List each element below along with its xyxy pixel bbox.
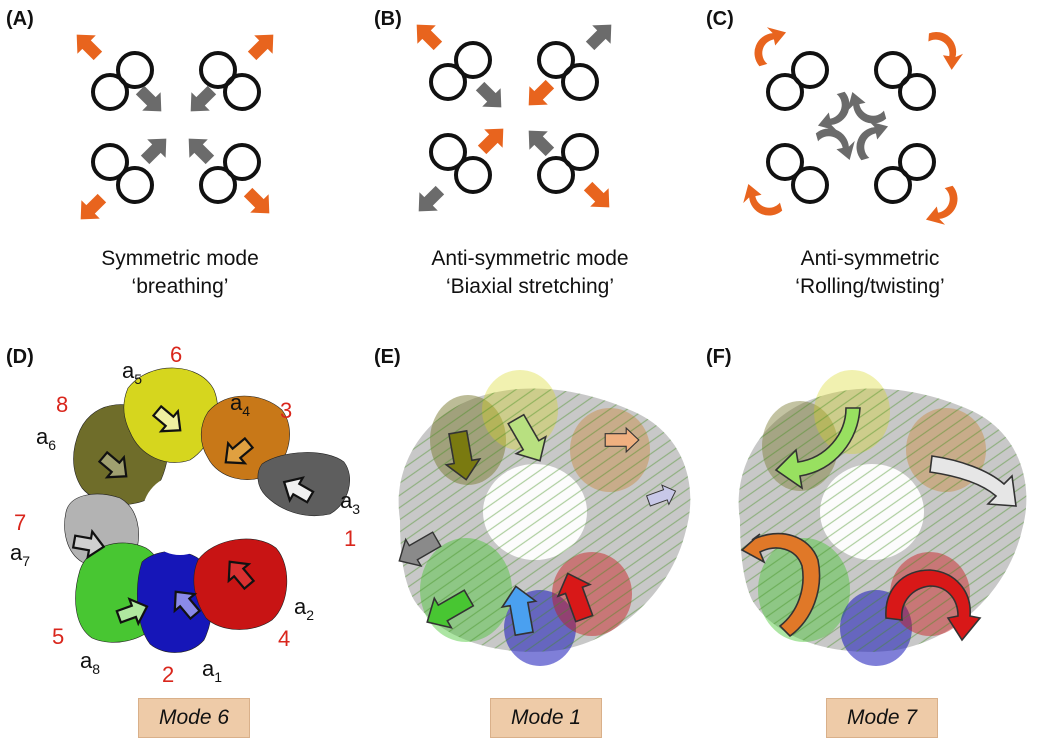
- caption-a-line2: ‘breathing’: [131, 275, 229, 298]
- dimer-a-bl: [91, 143, 154, 204]
- gray-arrow-icon: [135, 129, 176, 170]
- orange-arrow-icon: [407, 15, 448, 56]
- caption-c-line2: ‘Rolling/twisting’: [795, 275, 945, 298]
- gray-arrow-icon: [409, 180, 450, 221]
- label-a2: a2: [294, 594, 314, 623]
- panel-label-a: (A): [6, 8, 34, 30]
- dimer-c-br: [874, 143, 936, 204]
- dimer-c-tr: [874, 51, 936, 111]
- panel-a-arrows: [67, 25, 283, 229]
- red-number: 6: [170, 342, 182, 367]
- caption-b: Anti-symmetric mode ‘Biaxial stretching’: [385, 245, 675, 301]
- curved-green-arrow-icon: [774, 407, 861, 490]
- panel-b-arrows: [407, 15, 621, 221]
- panel-c-diagram: [766, 51, 936, 204]
- curved-orange-arrow-icon: [744, 20, 796, 69]
- panel-a-diagram: [91, 51, 261, 204]
- mode-box-e: Mode 1: [490, 698, 602, 738]
- caption-c: Anti-symmetric ‘Rolling/twisting’: [725, 245, 1015, 301]
- label-a7: a7: [10, 540, 30, 569]
- dimer-b-br: [537, 133, 599, 194]
- dimer-b-tr: [537, 41, 599, 101]
- caption-c-line1: Anti-symmetric: [800, 247, 940, 270]
- curved-orange-arrow-icon: [740, 532, 821, 638]
- gray-arrow-icon: [519, 121, 560, 162]
- panel-d-labels: a5 6 a4 3 8 a6 a3 1 7 a7 a2 4 5 a8 2 a1: [10, 342, 360, 687]
- panel-label-c: (C): [706, 8, 734, 30]
- panel-label-d: (D): [6, 346, 34, 368]
- orange-arrow-icon: [238, 182, 279, 223]
- panel-d-structure: [64, 367, 351, 653]
- red-number: 1: [344, 526, 356, 551]
- red-number: 8: [56, 392, 68, 417]
- red-number: 5: [52, 624, 64, 649]
- label-a1: a1: [202, 656, 222, 685]
- label-a3: a3: [340, 488, 360, 517]
- mode-box-d: Mode 6: [138, 698, 250, 738]
- dimer-b-tl: [429, 41, 492, 101]
- caption-a-line1: Symmetric mode: [101, 247, 259, 270]
- curved-white-arrow-icon: [929, 455, 1017, 507]
- panel-c-arrows: [736, 20, 968, 232]
- dimer-b-bl: [429, 133, 492, 194]
- curved-orange-arrow-icon: [926, 27, 966, 74]
- gray-arrow-icon: [580, 15, 621, 56]
- dimer-a-tl: [91, 51, 154, 111]
- orange-arrow-icon: [519, 74, 560, 115]
- panel-label-e: (E): [374, 346, 401, 368]
- red-number: 2: [162, 662, 174, 687]
- gray-arrow-icon: [179, 129, 220, 170]
- panel-f-structure: [738, 370, 1027, 666]
- panel-f-arrows: [740, 407, 1017, 642]
- curved-orange-arrow-icon: [916, 183, 968, 232]
- dimer-a-br: [199, 143, 261, 204]
- label-a4: a4: [230, 390, 250, 419]
- curved-red-arrow-icon: [885, 569, 982, 642]
- orange-arrow-icon: [242, 25, 283, 66]
- label-a6: a6: [36, 424, 56, 453]
- caption-b-line1: Anti-symmetric mode: [431, 247, 629, 270]
- panel-b-diagram: [429, 41, 599, 194]
- curved-orange-arrow-icon: [736, 174, 785, 226]
- caption-a: Symmetric mode ‘breathing’: [40, 245, 320, 301]
- dimer-a-tr: [199, 51, 261, 111]
- panel-label-b: (B): [374, 8, 402, 30]
- orange-arrow-icon: [472, 119, 513, 160]
- gray-arrow-icon: [470, 76, 511, 117]
- label-a8: a8: [80, 648, 100, 677]
- caption-b-line2: ‘Biaxial stretching’: [445, 275, 615, 298]
- mode-box-f: Mode 7: [826, 698, 938, 738]
- red-number: 4: [278, 626, 290, 651]
- panel-label-f: (F): [706, 346, 732, 368]
- red-number: 3: [280, 398, 292, 423]
- dimer-c-tl: [766, 51, 829, 111]
- subunit-dark-gray: [257, 452, 351, 517]
- orange-arrow-icon: [578, 176, 619, 217]
- orange-arrow-icon: [71, 188, 112, 229]
- label-a5: a5: [122, 358, 142, 387]
- orange-arrow-icon: [67, 25, 108, 66]
- dimer-c-bl: [766, 143, 829, 204]
- red-number: 7: [14, 510, 26, 535]
